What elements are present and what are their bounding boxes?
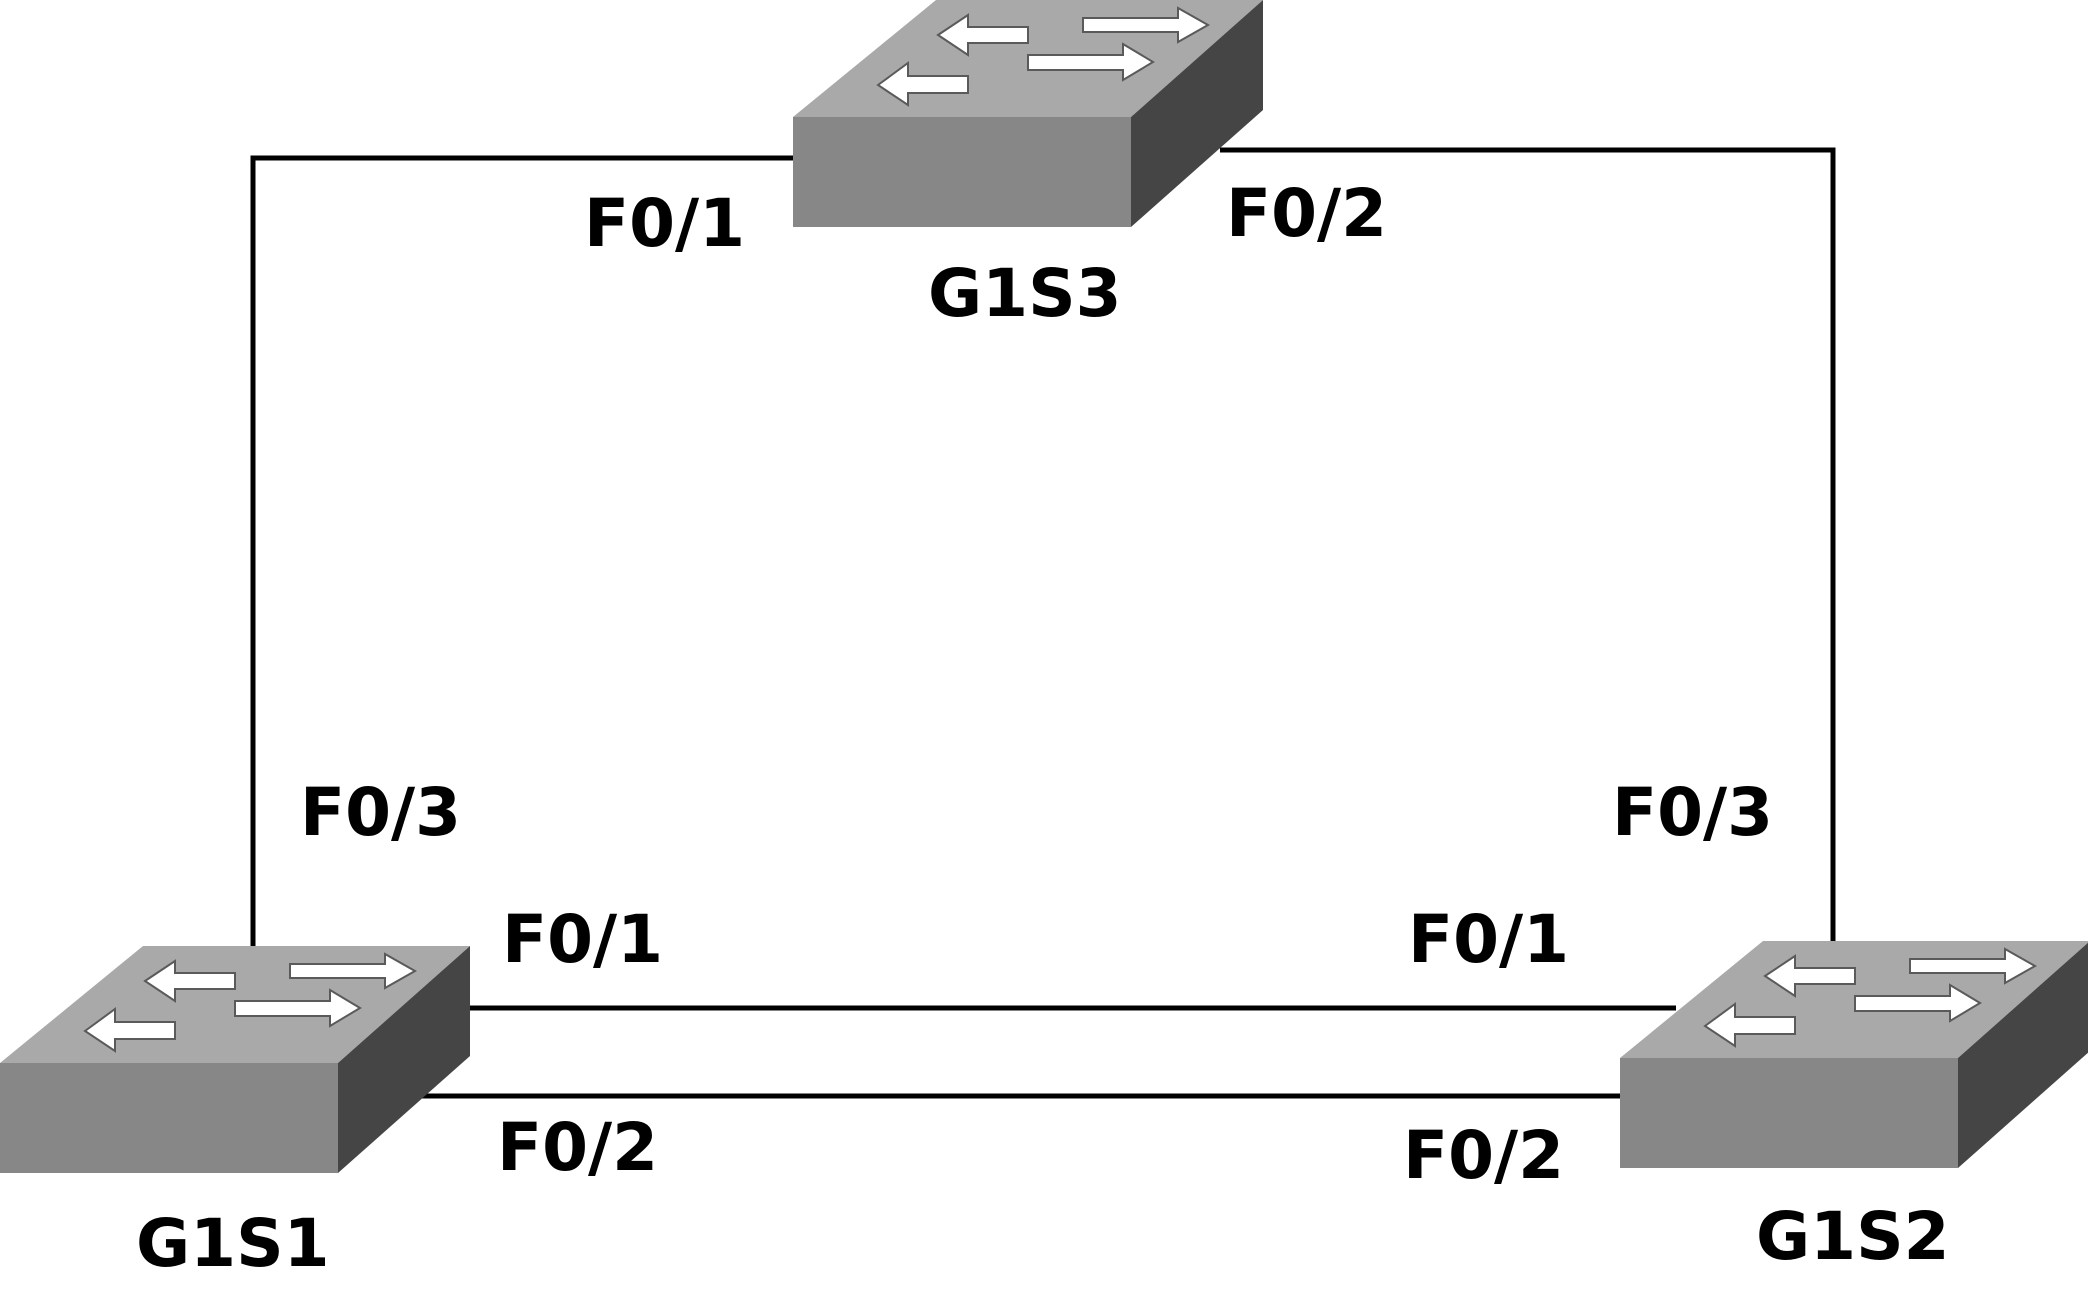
port-label-g1s3-f01: F0/1: [584, 185, 745, 262]
switch-g1s1-icon[interactable]: [0, 945, 471, 1174]
link-g1s3-f02-to-g1s2-f03: [1220, 147, 1836, 942]
port-label-g1s1-f03: F0/3: [300, 774, 461, 851]
port-label-g1s3-f02: F0/2: [1226, 175, 1387, 252]
port-label-g1s2-f02: F0/2: [1403, 1117, 1564, 1194]
port-label-g1s1-f01: F0/1: [502, 901, 663, 978]
device-label-g1s3: G1S3: [928, 255, 1122, 332]
switch-g1s3-icon[interactable]: [792, 0, 1264, 228]
device-label-g1s2: G1S2: [1756, 1198, 1950, 1275]
device-label-g1s1: G1S1: [136, 1205, 330, 1282]
port-label-g1s2-f03: F0/3: [1612, 774, 1773, 851]
switch-g1s2-icon[interactable]: [1619, 940, 2088, 1169]
link-g1s3-f01-to-g1s1-f03: [250, 155, 796, 946]
port-label-g1s2-f01: F0/1: [1408, 901, 1569, 978]
port-label-g1s1-f02: F0/2: [497, 1109, 658, 1186]
